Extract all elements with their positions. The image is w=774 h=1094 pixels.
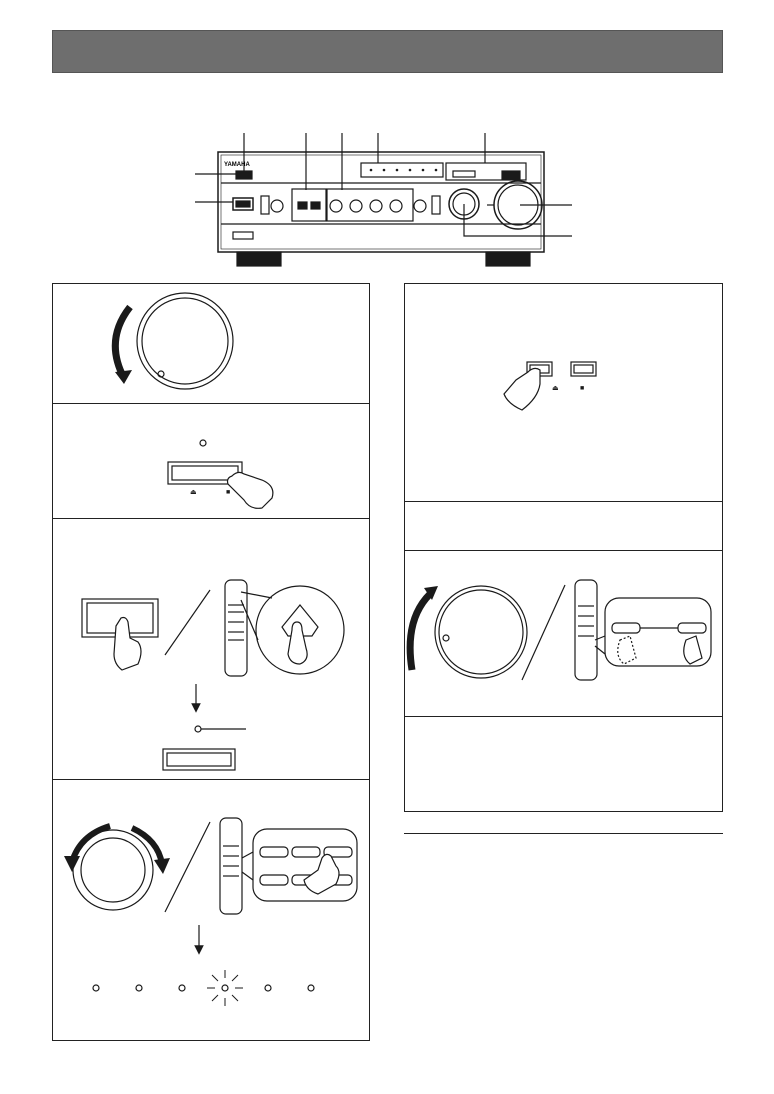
step-panel-3 — [52, 518, 370, 780]
indicator-led-icon — [221, 984, 229, 992]
section-header-bar — [52, 30, 723, 73]
svg-text:■: ■ — [226, 489, 230, 496]
indicator-led-icon — [92, 984, 100, 992]
finger-press-icon — [503, 367, 541, 411]
receiver-front-panel-illustration: YAMAHA — [195, 133, 572, 267]
finger-press-icon — [683, 635, 703, 665]
svg-text:⏏: ⏏ — [552, 385, 559, 392]
volume-knob-icon — [136, 292, 234, 390]
step-panel-8 — [404, 716, 723, 812]
remote-control-icon — [224, 579, 248, 677]
finger-press-icon — [303, 853, 340, 895]
finger-press-icon — [226, 471, 274, 509]
step-panel-7 — [404, 550, 723, 717]
indicator-led-icon — [307, 984, 315, 992]
indicator-led-icon — [135, 984, 143, 992]
step-panel-4 — [52, 779, 370, 1041]
indicator-led-icon — [199, 439, 207, 447]
brand-logo: YAMAHA — [224, 162, 250, 168]
svg-text:■: ■ — [580, 385, 584, 392]
remote-control-icon — [574, 579, 598, 681]
svg-text:⏏: ⏏ — [190, 489, 197, 496]
indicator-led-icon — [264, 984, 272, 992]
step-panel-5 — [404, 283, 723, 502]
rotate-cw-arrow-icon — [130, 825, 165, 865]
finger-press-icon — [113, 616, 142, 671]
step-panel-2 — [52, 403, 370, 519]
remote-control-icon — [219, 817, 243, 915]
rotate-cw-arrow-icon — [406, 591, 433, 671]
indicator-led-icon — [178, 984, 186, 992]
section-divider-rule — [404, 833, 723, 834]
indicator-led-icon — [194, 725, 202, 733]
rotate-ccw-arrow-icon — [111, 304, 133, 380]
